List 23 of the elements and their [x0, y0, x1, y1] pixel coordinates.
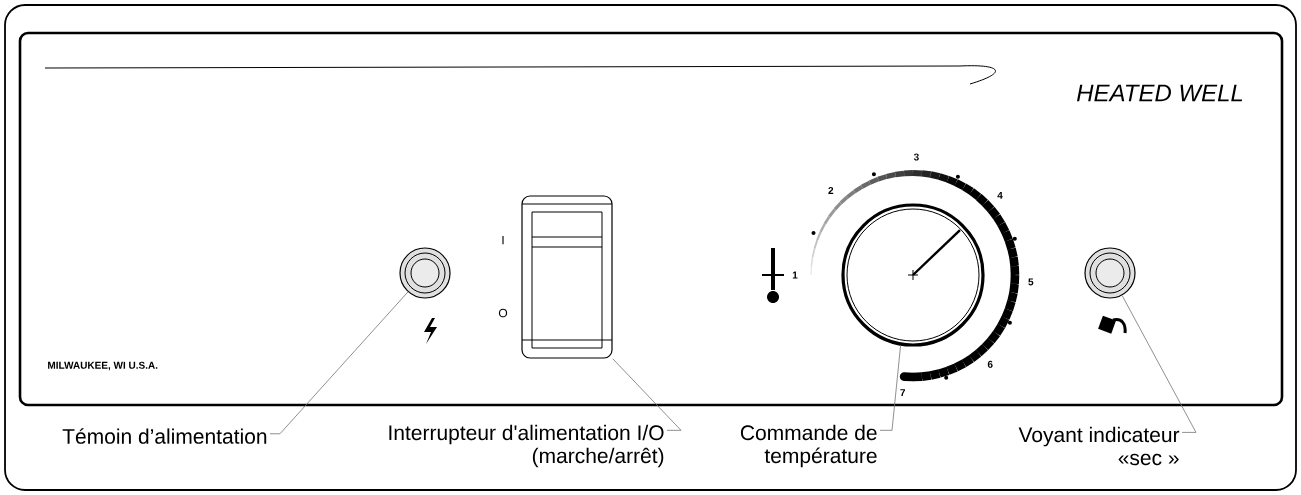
leader-line [879, 345, 901, 431]
callout-text: Témoin d’alimentation [62, 428, 267, 444]
dial-number: 7 [900, 389, 906, 397]
leader-line [612, 358, 682, 431]
heading-text: HEATED WELL [1076, 84, 1243, 102]
indicator-light [399, 247, 451, 299]
dial-number: 6 [987, 360, 993, 368]
switch-mark: O [498, 308, 508, 318]
indicator-light [1084, 247, 1136, 299]
address-text: MILWAUKEE, WI U.S.A. [48, 361, 158, 371]
rocker-switch [521, 195, 613, 359]
switch-mark: I [502, 235, 504, 245]
control-knob [841, 203, 985, 347]
dial-number: 5 [1028, 278, 1034, 286]
dial-number: 2 [828, 186, 834, 194]
leader-line [1121, 295, 1197, 433]
dial-number: 4 [997, 191, 1003, 199]
callout-text: Commande de température [740, 424, 877, 468]
leader-line [269, 291, 409, 435]
dial-number: 1 [792, 271, 798, 279]
callout-text: Voyant indicateur «sec » [1018, 426, 1180, 466]
dial-number: 3 [913, 153, 919, 161]
callout-text: Interrupteur d'alimentation I/O (marche/arrêt) [389, 424, 664, 468]
